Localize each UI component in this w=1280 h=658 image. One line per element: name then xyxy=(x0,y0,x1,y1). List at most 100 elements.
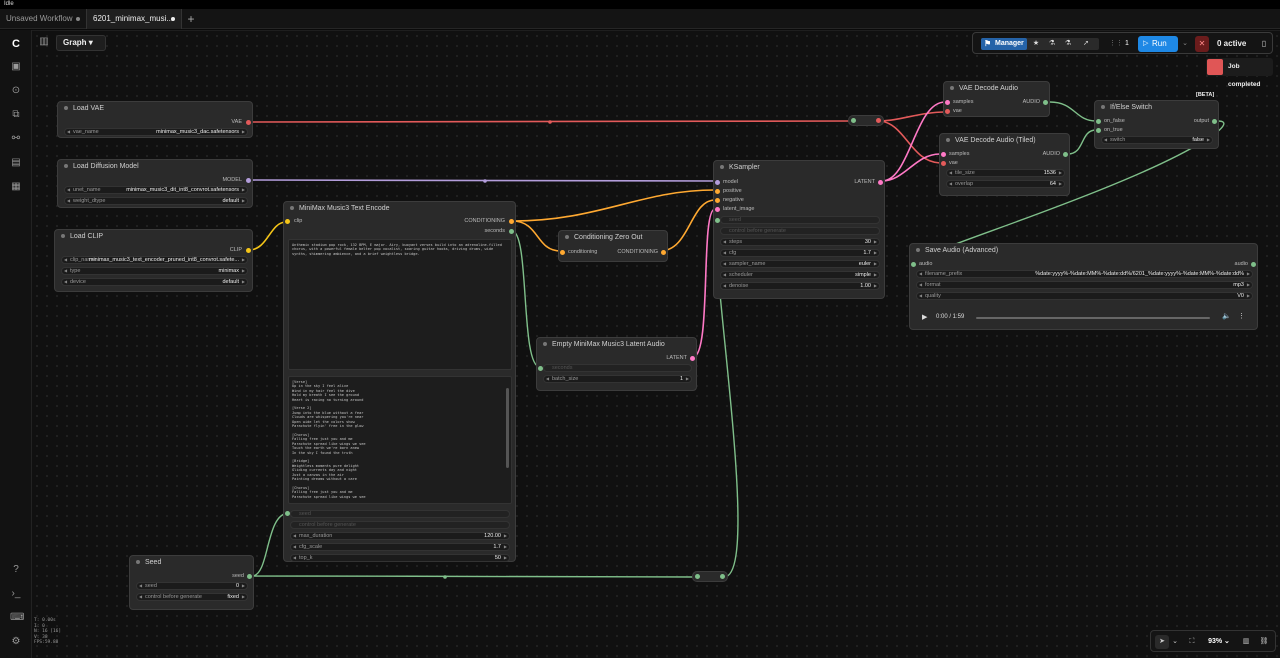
input-slot-samples[interactable]: samples xyxy=(949,151,970,157)
seed-in-dot[interactable] xyxy=(285,511,290,516)
share-icon[interactable]: ➚ xyxy=(1083,40,1089,47)
reroute-seed[interactable] xyxy=(692,571,728,582)
input-slot-latent[interactable]: latent_image xyxy=(723,206,755,212)
keyboard-icon[interactable]: ⌨ xyxy=(10,612,25,623)
batch-count-input[interactable]: ⋮⋮ 1 xyxy=(1109,40,1129,47)
clip-name-widget[interactable]: clip_nameminimax_music3_text_encoder_pru… xyxy=(61,256,248,264)
model-in-dot[interactable] xyxy=(715,180,720,185)
control-before-generate-widget[interactable]: control before generate xyxy=(290,521,510,529)
select-tool-icon[interactable]: ➤ xyxy=(1155,635,1169,649)
input-slot[interactable]: clip xyxy=(294,218,303,224)
audio-in-dot[interactable] xyxy=(911,262,916,267)
tab-active-workflow[interactable]: 6201_minimax_musi... xyxy=(86,9,182,29)
vae-in-dot[interactable] xyxy=(941,161,946,166)
lyrics-scrollbar[interactable] xyxy=(506,388,509,468)
output-slot[interactable]: MODEL xyxy=(222,177,242,183)
audio-out-dot[interactable] xyxy=(1063,152,1068,157)
input-slot-positive[interactable]: positive xyxy=(723,188,742,194)
clip-in-dot[interactable] xyxy=(285,219,290,224)
queue-icon[interactable]: ▦ xyxy=(11,181,21,192)
node-conditioning-zero-out[interactable]: Conditioning Zero Out conditioning CONDI… xyxy=(558,230,668,262)
model-out-dot[interactable] xyxy=(246,178,251,183)
control-before-generate-widget[interactable]: control before generate xyxy=(720,227,880,235)
input-slot-model[interactable]: model xyxy=(723,179,738,185)
stop-button[interactable]: ✕ xyxy=(1195,36,1209,52)
negative-in-dot[interactable] xyxy=(715,198,720,203)
add-tab-button[interactable]: + xyxy=(187,12,195,26)
flask-icon[interactable]: ⚗ xyxy=(1048,40,1056,47)
volume-icon[interactable]: 🔈 xyxy=(1222,313,1231,320)
zoom-level[interactable]: 93% ⌄ xyxy=(1208,638,1230,645)
seed-widget[interactable]: seed xyxy=(290,510,510,518)
samples-in-dot[interactable] xyxy=(941,152,946,157)
output-slot[interactable]: CONDITIONING xyxy=(617,249,658,255)
terminal-icon[interactable]: ›_ xyxy=(11,588,21,599)
play-icon[interactable]: ▶ xyxy=(922,314,928,321)
node-empty-latent-audio[interactable]: Empty MiniMax Music3 Latent Audio LATENT… xyxy=(536,337,697,391)
unet-name-widget[interactable]: unet_nameminimax_music3_dit_int8_convrot… xyxy=(64,186,248,194)
minimap-icon[interactable]: ▥ xyxy=(1242,638,1250,645)
vae-in-dot[interactable] xyxy=(945,109,950,114)
seed-widget[interactable]: seed xyxy=(720,216,880,224)
output-slot[interactable]: AUDIO xyxy=(1042,151,1060,157)
input-slot-vae[interactable]: vae xyxy=(949,160,958,166)
star-icon[interactable]: ★ xyxy=(1032,40,1040,47)
filename-prefix-widget[interactable]: filename_prefix%date:yyyy%-%date:MM%-%da… xyxy=(916,270,1253,278)
node-save-audio-advanced[interactable]: Save Audio (Advanced) audio audio filena… xyxy=(909,243,1258,330)
images-icon[interactable]: ▣ xyxy=(11,61,21,72)
conditioning-in-dot[interactable] xyxy=(560,250,565,255)
reroute-out-dot[interactable] xyxy=(720,574,725,579)
help-icon[interactable]: ? xyxy=(13,564,19,575)
reroute-in-dot[interactable] xyxy=(851,118,856,123)
link-visibility-icon[interactable]: ⛓ xyxy=(1259,638,1269,645)
comfy-logo-icon[interactable]: C xyxy=(12,38,20,50)
lyrics-textarea[interactable]: [Verse] Up in the sky I feel alive Wind … xyxy=(288,376,512,504)
flask-clear-icon[interactable]: ⚗ xyxy=(1064,40,1072,47)
tab-unsaved-workflow[interactable]: Unsaved Workflow xyxy=(0,9,86,29)
seconds-out-dot[interactable] xyxy=(509,229,514,234)
settings-gear-icon[interactable]: ⚙ xyxy=(11,636,21,647)
input-slot-on-true[interactable]: on_true xyxy=(1104,127,1123,133)
input-slot-vae[interactable]: vae xyxy=(953,108,962,114)
node-load-clip[interactable]: Load CLIP CLIP clip_nameminimax_music3_t… xyxy=(54,229,253,292)
latent-out-dot[interactable] xyxy=(878,180,883,185)
positive-in-dot[interactable] xyxy=(715,189,720,194)
fit-view-icon[interactable]: ⛶ xyxy=(1189,638,1195,645)
more-options-icon[interactable]: ⋮ xyxy=(1238,313,1245,320)
seconds-widget[interactable]: seconds xyxy=(543,364,692,372)
audio-out-dot[interactable] xyxy=(1251,262,1256,267)
output-slot[interactable]: VAE xyxy=(231,119,242,125)
conditioning-out-dot[interactable] xyxy=(661,250,666,255)
panel-toggle-icon[interactable]: ▥ xyxy=(39,36,49,47)
tool-chevron-icon[interactable]: ⌄ xyxy=(1172,638,1178,645)
output-slot[interactable]: output xyxy=(1193,118,1209,124)
output-slot[interactable]: LATENT xyxy=(854,179,875,185)
output-slot[interactable]: CLIP xyxy=(229,247,242,253)
seed-in-dot[interactable] xyxy=(715,218,720,223)
conditioning-out-dot[interactable] xyxy=(509,219,514,224)
seconds-in-dot[interactable] xyxy=(538,366,543,371)
node-vae-decode-audio-tiled[interactable]: VAE Decode Audio (Tiled) samples vae AUD… xyxy=(939,133,1070,196)
tags-textarea[interactable]: Anthemic stadium pop rock, 132 BPM, E ma… xyxy=(288,239,512,370)
models-icon[interactable]: ⊙ xyxy=(11,85,21,96)
audio-seek-bar[interactable] xyxy=(976,317,1210,319)
node-load-diffusion-model[interactable]: Load Diffusion Model MODEL unet_namemini… xyxy=(57,159,253,208)
output-slot[interactable]: LATENT xyxy=(666,355,687,361)
on-true-in-dot[interactable] xyxy=(1096,128,1101,133)
vae-out-dot[interactable] xyxy=(246,120,251,125)
